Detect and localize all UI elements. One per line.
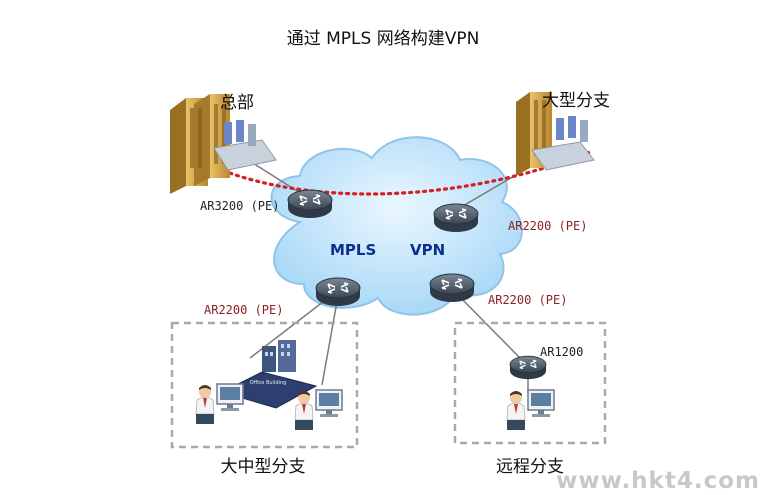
watermark-text: www.hkt4.com bbox=[556, 468, 760, 494]
pc-user-icon-1 bbox=[195, 383, 244, 425]
large-branch-buildings-icon bbox=[516, 92, 595, 176]
router-remote-pe-icon bbox=[429, 273, 475, 303]
router-label-mid-pe: AR2200 (PE) bbox=[204, 303, 283, 317]
pc-user-icon-3 bbox=[506, 389, 555, 431]
mpls-cloud bbox=[270, 136, 523, 316]
office-building-icon: Office Building bbox=[220, 340, 318, 409]
cloud-label-mpls: MPLS bbox=[330, 241, 376, 259]
mid-branch-boundary bbox=[170, 321, 359, 449]
link-hq-pe bbox=[247, 159, 306, 197]
link-remote-pe-ce bbox=[454, 291, 523, 361]
router-large-pe-icon bbox=[433, 203, 479, 233]
cloud-label-vpn: VPN bbox=[410, 241, 445, 259]
remote-branch-boundary bbox=[453, 321, 607, 445]
hq-buildings-icon bbox=[170, 94, 277, 194]
site-label-large-branch: 大型分支 bbox=[542, 91, 610, 111]
diagram-title: 通过 MPLS 网络构建VPN bbox=[287, 29, 480, 49]
router-label-large-pe: AR2200 (PE) bbox=[508, 219, 587, 233]
router-mid-pe-icon bbox=[315, 277, 361, 307]
pc-user-icon-2 bbox=[294, 389, 343, 431]
router-label-remote-ce: AR1200 bbox=[540, 345, 583, 359]
link-mid-pe-pc bbox=[321, 295, 339, 386]
router-hq-pe-icon bbox=[287, 189, 333, 219]
site-label-mid-branch: 大中型分支 bbox=[221, 457, 306, 477]
site-label-remote-branch: 远程分支 bbox=[496, 457, 564, 477]
router-label-remote-pe: AR2200 (PE) bbox=[488, 293, 567, 307]
router-label-hq-pe: AR3200 (PE) bbox=[200, 199, 279, 213]
router-remote-ce-icon bbox=[509, 355, 547, 380]
site-label-hq: 总部 bbox=[220, 93, 254, 113]
office-building-sign: Office Building bbox=[250, 380, 286, 386]
